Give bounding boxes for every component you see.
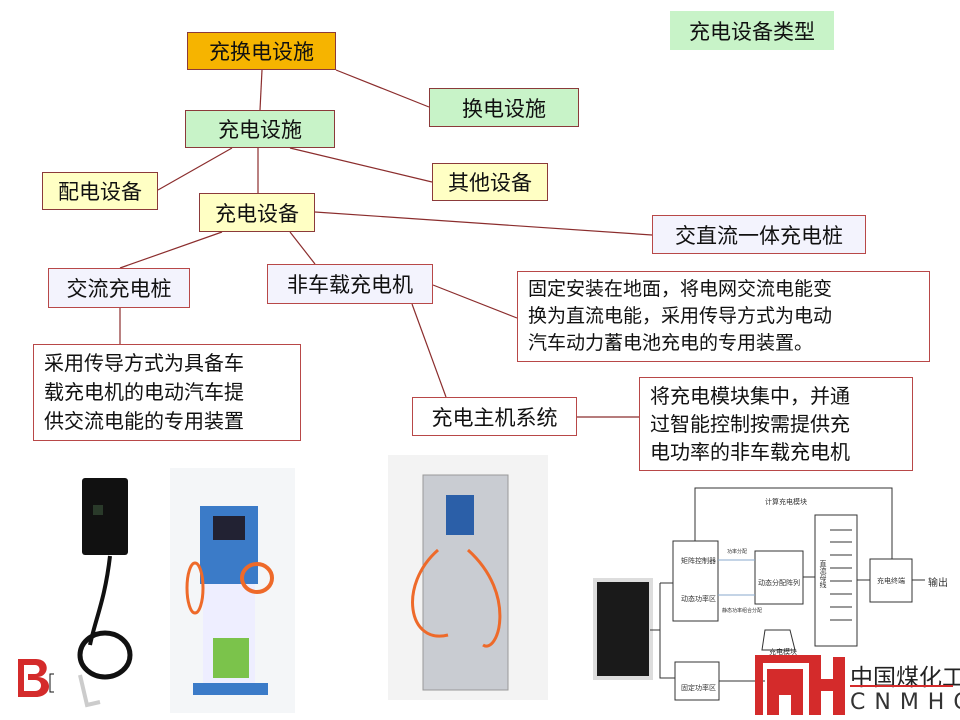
- logo-divider: [850, 685, 953, 687]
- note-line: 将充电模块集中，并通: [650, 384, 850, 408]
- label-power-dist: 功率分配: [727, 549, 748, 555]
- note-ac-pile: 采用传导方式为具备车 载充电机的电动汽车提 供交流电能的专用装置: [33, 344, 301, 441]
- label-dynamic-zone: 动态功率区: [681, 595, 716, 603]
- node-host-system: 充电主机系统: [412, 397, 577, 436]
- label-fixed-zone: 固定功率区: [681, 684, 716, 692]
- node-distribution: 配电设备: [42, 172, 158, 210]
- node-acdc: 交直流一体充电桩: [652, 215, 866, 254]
- label-bus: 直流母线: [819, 560, 827, 588]
- label-module: 充电模块: [769, 648, 797, 656]
- label-matrix: 矩阵控制器: [681, 557, 716, 565]
- note-line: 采用传导方式为具备车: [44, 351, 244, 375]
- label-terminal: 充电终端: [877, 577, 905, 585]
- system-block-diagram: [650, 487, 925, 701]
- note-line: 供交流电能的专用装置: [44, 409, 244, 433]
- label-static: 静态功率组合分配: [722, 608, 763, 614]
- b-logo-icon: [18, 659, 54, 697]
- note-line: 换为直流电能，采用传导方式为电动: [528, 305, 833, 327]
- logo-en-text: CNMHG: [850, 690, 960, 715]
- label-dist: 动态分配阵列: [758, 579, 800, 587]
- cnmhg-logo-icon: [755, 655, 845, 715]
- node-root: 充换电设施: [187, 32, 336, 70]
- node-charge-facility: 充电设施: [185, 110, 335, 148]
- title-badge: 充电设备类型: [670, 11, 834, 50]
- dc-charger-image: [388, 455, 548, 700]
- note-line: 电功率的非车载充电机: [650, 440, 850, 464]
- note-offboard: 固定安装在地面，将电网交流电能变 换为直流电能，采用传导方式为电动 汽车动力蓄电…: [517, 271, 930, 362]
- node-ac-pile: 交流充电桩: [48, 268, 190, 308]
- node-charge-equipment: 充电设备: [199, 193, 315, 232]
- node-other: 其他设备: [432, 163, 548, 201]
- label-output: 输出: [928, 578, 948, 589]
- cabinet-image: [593, 578, 653, 680]
- node-swap: 换电设施: [429, 88, 579, 127]
- note-line: 汽车动力蓄电池充电的专用装置。: [528, 332, 814, 354]
- wall-charger-image: [77, 478, 133, 708]
- ac-pile-image: [170, 468, 295, 713]
- note-line: 载充电机的电动汽车提: [44, 380, 244, 404]
- note-line: 固定安装在地面，将电网交流电能变: [528, 278, 833, 300]
- note-line: 过智能控制按需提供充: [650, 412, 850, 436]
- note-host-system: 将充电模块集中，并通 过智能控制按需提供充 电功率的非车载充电机: [639, 377, 913, 471]
- label-top: 计算充电模块: [765, 498, 807, 506]
- node-offboard: 非车载充电机: [267, 264, 433, 304]
